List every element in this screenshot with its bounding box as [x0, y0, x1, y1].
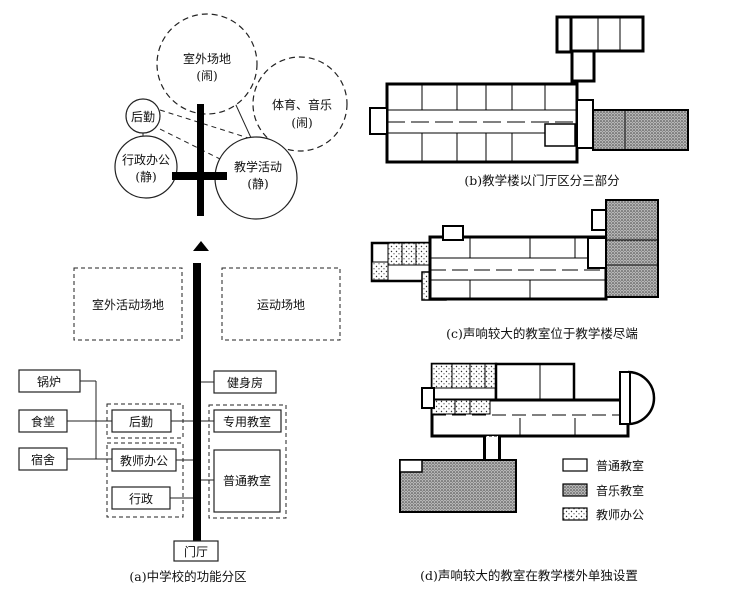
floor-plan-b: (b)教学楼以门厅区分三部分 [369, 15, 689, 188]
logistics-box [111, 409, 172, 433]
teacher-office-box [111, 448, 177, 472]
caption-a: (a)中学校的功能分区 [129, 569, 246, 584]
bubble-admin-note: (静) [135, 170, 156, 184]
bubble-admin-label: 行政办公 [122, 152, 170, 167]
entrance-hall-box [173, 540, 219, 562]
legend-regular-label: 普通教室 [596, 458, 644, 473]
bubble-diagram: 室外场地 (闹) 后勤 体育、音乐 (闹) 行政办公 (静) 教学活动 (静) [114, 13, 348, 251]
bubble-logistics [125, 98, 161, 134]
dormitory-box [18, 447, 68, 471]
bubble-teaching-label: 教学活动 [234, 159, 282, 174]
bubble-outdoor-label: 室外场地 [183, 51, 231, 66]
bubble-outdoor-note: (闹) [196, 69, 217, 83]
administration-box [111, 486, 171, 510]
bubble-pe-music-note: (闹) [291, 116, 312, 130]
logistics-label: 后勤 [129, 415, 153, 429]
gym-label: 健身房 [227, 375, 263, 390]
teacher-office-label: 教师办公 [120, 453, 168, 468]
caption-b: (b)教学楼以门厅区分三部分 [464, 173, 619, 188]
dormitory-label: 宿舍 [31, 452, 55, 467]
bubble-pe-music [252, 56, 348, 152]
legend: 普通教室 音乐教室 教师办公 [562, 458, 644, 522]
boiler-label: 锅炉 [37, 374, 61, 389]
boiler-box [18, 369, 81, 393]
special-classroom-box [213, 409, 282, 433]
floor-plan-d: (d)声响较大的教室在教学楼外单独设置 [399, 362, 656, 583]
floor-plan-c: (c)声响较大的教室位于教学楼尽端 [370, 199, 659, 341]
regular-classroom-label: 普通教室 [223, 473, 271, 488]
bubble-outdoor [156, 13, 258, 115]
legend-music-label: 音乐教室 [596, 483, 644, 498]
canteen-label: 食堂 [31, 414, 55, 429]
legend-regular-swatch [562, 458, 588, 472]
bubble-teaching-note: (静) [247, 177, 268, 191]
gym-box [213, 370, 277, 394]
administration-label: 行政 [129, 492, 153, 506]
entrance-hall-label: 门厅 [184, 544, 208, 559]
regular-classroom-box [213, 449, 281, 513]
outdoor-area-label: 室外活动场地 [92, 297, 164, 312]
caption-c: (c)声响较大的教室位于教学楼尽端 [446, 326, 638, 341]
arrow-up-icon [193, 241, 209, 251]
bubble-logistics-label: 后勤 [131, 110, 155, 124]
legend-music-swatch [562, 483, 588, 497]
bubble-admin [114, 135, 178, 199]
sports-area-label: 运动场地 [257, 298, 305, 312]
special-classroom-label: 专用教室 [223, 414, 271, 429]
legend-teacher-swatch [562, 507, 588, 521]
bubble-pe-music-label: 体育、音乐 [272, 97, 332, 112]
legend-teacher-label: 教师办公 [596, 507, 644, 522]
caption-d: (d)声响较大的教室在教学楼外单独设置 [420, 568, 638, 583]
functional-zoning: 室外活动场地 运动场地 锅炉 食堂 宿舍 后勤 教师办公 行政 [18, 263, 341, 584]
canteen-box [18, 409, 68, 433]
